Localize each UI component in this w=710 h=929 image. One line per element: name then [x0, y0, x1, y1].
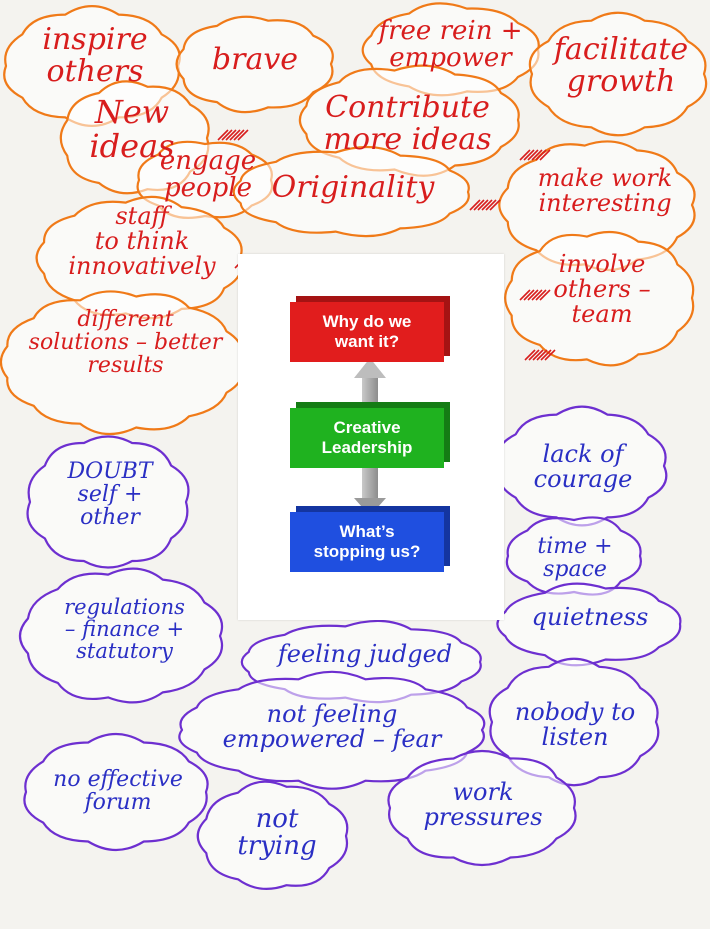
hatch-shading: [519, 149, 551, 161]
arrow-down-shaft: [362, 464, 378, 502]
block-creative-leadership: Creative Leadership: [290, 408, 444, 468]
cloud-lack-of-courage: [496, 405, 668, 527]
cloud-not-trying: [196, 780, 349, 891]
hatch-shading: [524, 349, 556, 361]
block-why-do-we-want-it: Why do we want it?: [290, 302, 444, 362]
arrow-up-shaft: [362, 374, 378, 414]
center-diagram-card: Why do we want it? Creative Leadership W…: [238, 254, 504, 620]
cloud-regulations: [18, 567, 224, 704]
cloud-involve-others: [504, 230, 695, 367]
cloud-brave: [175, 15, 334, 114]
block-whats-stopping-us: What’s stopping us?: [290, 512, 444, 572]
cloud-no-effective-forum: [23, 732, 209, 852]
arrow-up-icon: [354, 358, 386, 378]
cloud-originality: [232, 145, 470, 238]
cloud-facilitate-growth: [528, 11, 708, 137]
hatch-shading: [469, 199, 501, 211]
cloud-work-pressures: [387, 749, 577, 867]
cloud-different-solutions: [0, 290, 244, 435]
cloud-doubt: [26, 435, 190, 569]
arrow-down-icon: [354, 498, 386, 516]
clouds-layer: [0, 2, 708, 891]
hatch-shading: [519, 289, 551, 301]
cloud-quietness: [496, 582, 682, 667]
hatch-shading: [217, 129, 249, 141]
cloud-nobody-to-listen: [488, 657, 660, 787]
